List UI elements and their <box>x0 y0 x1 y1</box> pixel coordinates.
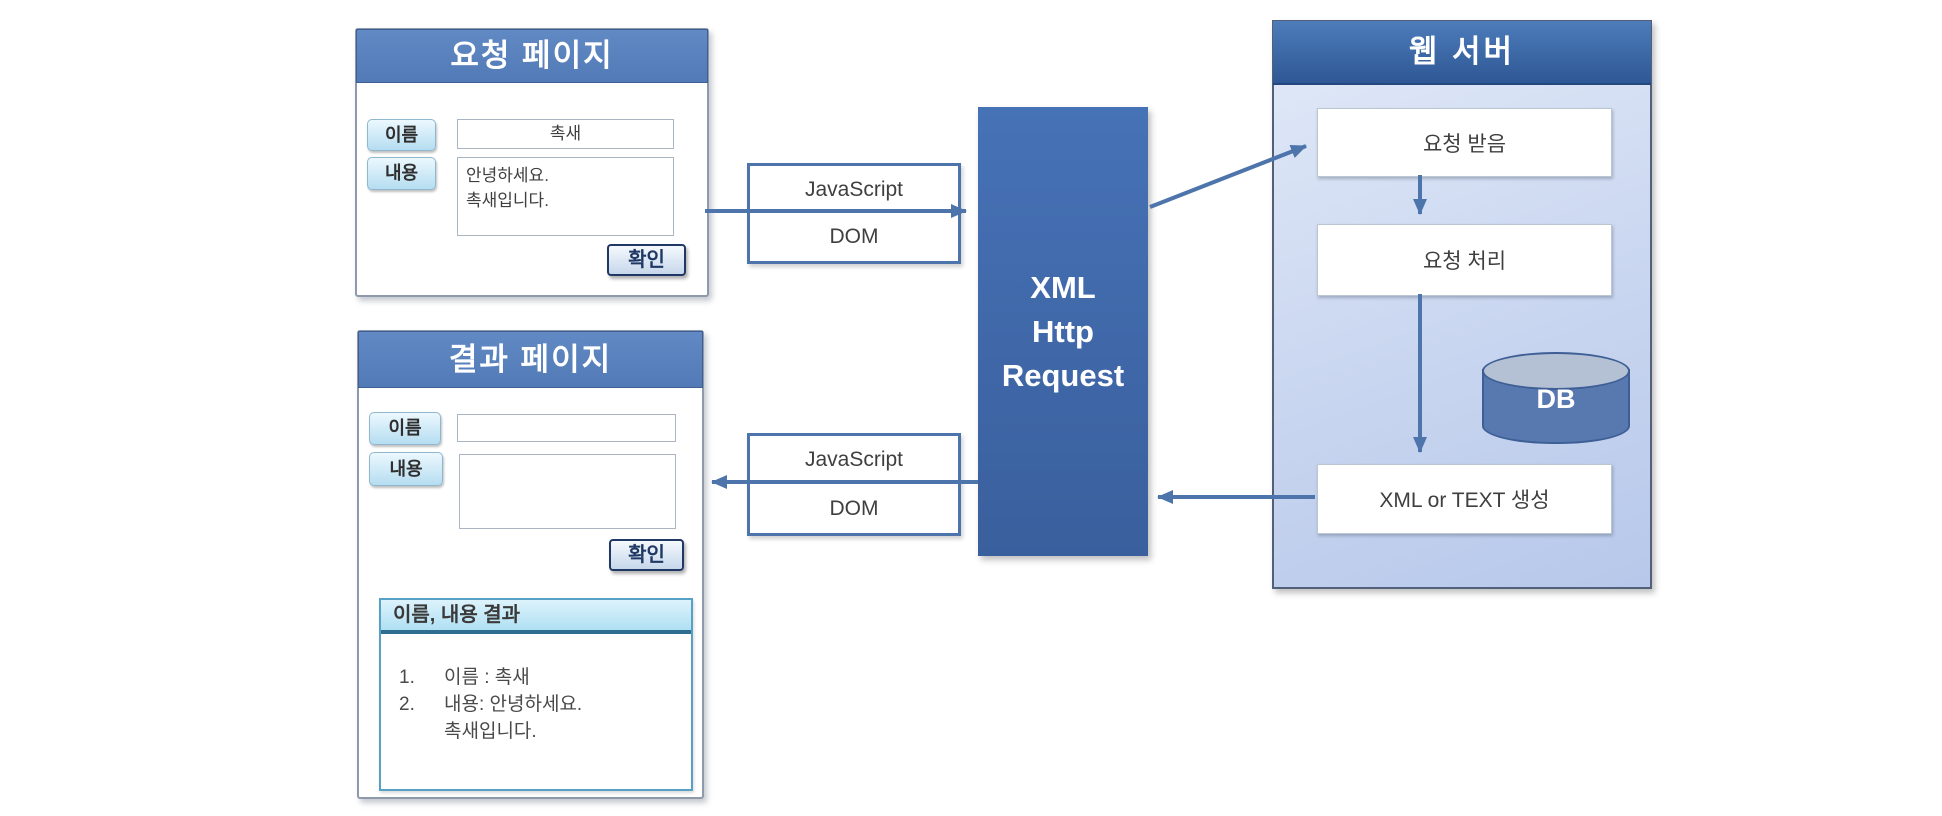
xhr-line-request: Request <box>1001 357 1125 393</box>
result-item-2-text: 내용: 안녕하세요. <box>444 694 583 715</box>
result-output-box: 이름, 내용 결과 1. 이름 : 촉새 2. 내용: 안녕하세요. 촉새입니다… <box>379 598 693 791</box>
step-request-processing: 요청 처리 <box>1317 224 1612 296</box>
database-label: DB <box>1536 384 1576 414</box>
result-item-2: 2. 내용: 안녕하세요. <box>381 691 691 718</box>
request-bridge-javascript-label: JavaScript <box>804 177 904 201</box>
step-xml-text-generation: XML or TEXT 생성 <box>1317 464 1612 534</box>
request-bridge-dom-label: DOM <box>829 225 879 249</box>
result-item-1-number: 1. <box>399 667 415 688</box>
request-page-title: 요청 페이지 <box>356 29 708 83</box>
response-bridge-javascript-label: JavaScript <box>804 448 904 472</box>
result-name-label: 이름 <box>369 412 441 445</box>
xmlhttprequest-box: XML Http Request <box>978 107 1148 556</box>
request-confirm-button[interactable]: 확인 <box>607 244 686 276</box>
step-request-received: 요청 받음 <box>1317 108 1612 177</box>
result-output-list: 1. 이름 : 촉새 2. 내용: 안녕하세요. 촉새입니다. <box>381 664 691 745</box>
xhr-line-xml: XML <box>1030 269 1096 305</box>
result-item-2-number: 2. <box>399 694 415 715</box>
result-page-panel: 결과 페이지 이름 내용 확인 이름, 내용 결과 1. 이름 : 촉새 2. … <box>357 330 704 799</box>
request-page-panel: 요청 페이지 이름 촉새 내용 안녕하세요. 촉새입니다. 확인 <box>355 28 709 297</box>
request-name-label: 이름 <box>367 119 436 151</box>
result-item-2-continuation: 촉새입니다. <box>444 721 537 742</box>
request-bridge-box: JavaScript DOM <box>747 163 961 264</box>
database-cylinder-top <box>1482 352 1630 390</box>
result-page-title: 결과 페이지 <box>358 331 703 388</box>
result-output-header: 이름, 내용 결과 <box>381 600 691 634</box>
xhr-line-http: Http <box>1032 313 1094 349</box>
response-bridge-dom-label: DOM <box>829 496 879 520</box>
result-name-input[interactable] <box>457 414 676 442</box>
result-item-1: 1. 이름 : 촉새 <box>381 664 691 691</box>
database-cylinder: DB <box>1482 352 1630 444</box>
web-server-title: 웹 서버 <box>1273 21 1651 85</box>
result-item-1-text: 이름 : 촉새 <box>444 667 530 688</box>
result-confirm-button[interactable]: 확인 <box>609 539 684 571</box>
response-bridge-box: JavaScript DOM <box>747 433 961 536</box>
result-content-label: 내용 <box>369 452 443 486</box>
request-content-label: 내용 <box>367 157 436 190</box>
result-content-textarea[interactable] <box>459 454 676 529</box>
request-content-textarea[interactable]: 안녕하세요. 촉새입니다. <box>457 157 674 236</box>
web-server-panel: 웹 서버 요청 받음 요청 처리 XML or TEXT 생성 DB <box>1272 20 1652 589</box>
request-name-input[interactable]: 촉새 <box>457 119 674 149</box>
